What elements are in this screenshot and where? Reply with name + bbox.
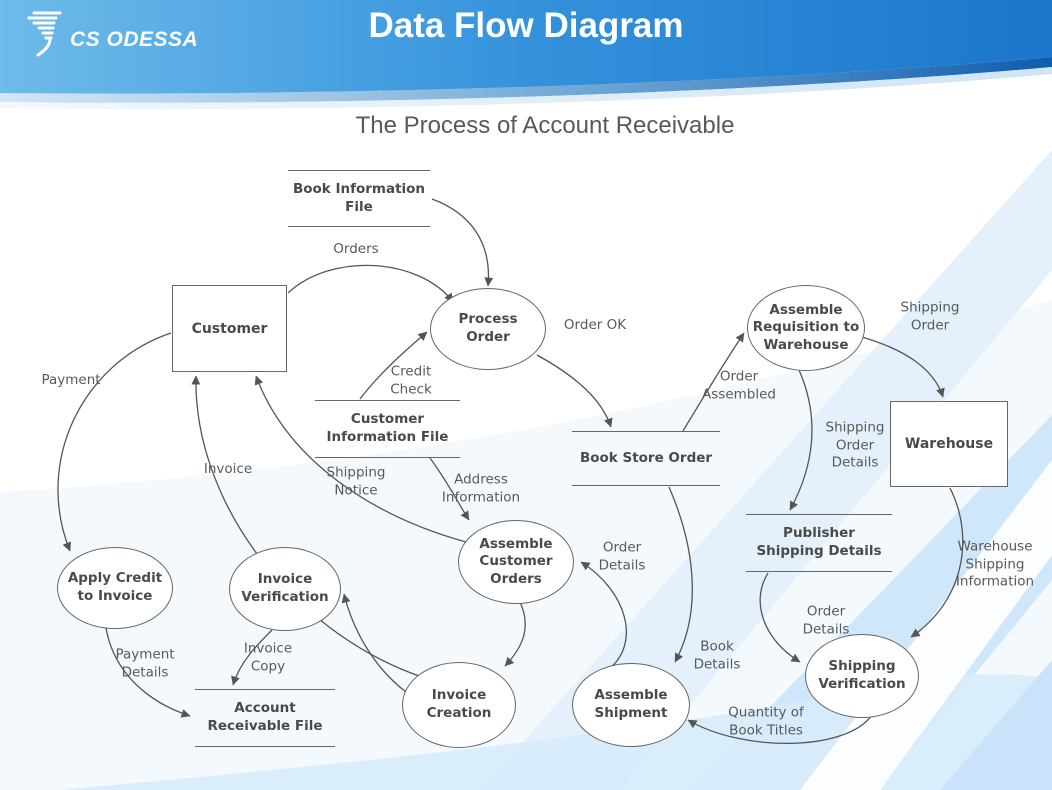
flow-arrow-payment-details — [105, 627, 191, 718]
header-banner: CS ODESSA Data Flow Diagram — [0, 0, 1052, 130]
flow-arrow-customer-orders-to-invoice-creation — [504, 601, 526, 667]
flow-arrow-payment — [57, 332, 172, 552]
flow-arrow-shipping-order — [861, 336, 945, 398]
flow-arrow-order-details-to-assemble-customer-orders — [580, 561, 627, 670]
logo-text: CS ODESSA — [70, 28, 199, 51]
flow-arrow-invoice — [191, 375, 420, 677]
flow-arrow-shipping-order-details — [789, 369, 813, 511]
flow-arrow-quantity-of-book-titles — [687, 714, 873, 745]
flow-arrow-address-information — [429, 457, 470, 521]
header-gradient-graphic — [0, 0, 1052, 110]
flow-arrow-order-assembled — [682, 332, 745, 432]
flow-arrow-book-details — [668, 486, 693, 663]
flow-arrow-order-ok — [536, 354, 613, 428]
flow-arrow-book-info-to-process-order — [431, 198, 494, 287]
flow-arrow-invoice-copy — [231, 629, 273, 686]
page-title: Data Flow Diagram — [368, 6, 684, 45]
flow-arrow-shipping-notice — [254, 375, 467, 543]
flow-arrow-credit-check — [359, 331, 428, 400]
cs-odessa-logo: CS ODESSA — [24, 8, 198, 58]
flow-arrow-warehouse-shipping-information — [910, 487, 964, 638]
flow-arrow-order-details-to-shipping-verification — [759, 572, 801, 663]
flow-arrow-orders — [287, 264, 454, 303]
flow-arrow-invoice-to-verification — [341, 593, 407, 693]
diagram-subtitle: The Process of Account Receivable — [355, 112, 735, 139]
tornado-logo-icon — [27, 11, 62, 57]
